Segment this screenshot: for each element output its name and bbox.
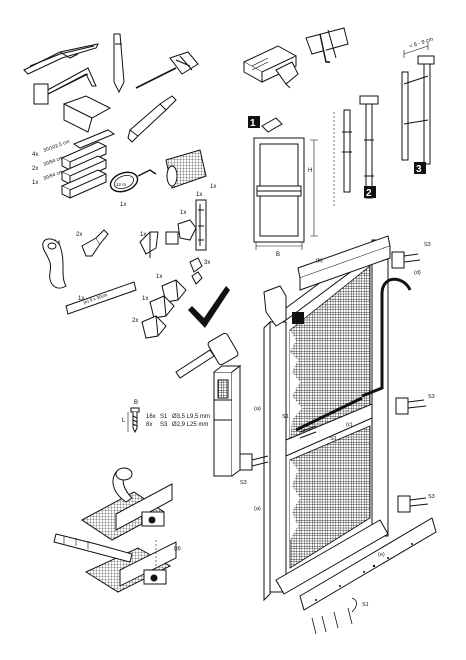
label-s3-left: S3 [240, 480, 247, 486]
step-1: 1 H B [248, 116, 318, 258]
bracket-qty-c: 2x [132, 318, 138, 324]
small-part-qty: 3x [204, 260, 210, 266]
spreader-handle: 1x [42, 238, 67, 289]
label-a-top: (a) [254, 406, 261, 412]
hinge-qty-c: 1x [196, 192, 202, 198]
hinge-qty-a: 1x [140, 232, 146, 238]
profile-size-2: 30/94 cm [43, 155, 64, 168]
pliers-icon [23, 43, 99, 75]
dimension-height: H [308, 168, 312, 174]
screw-row-2-qty: 8x [146, 422, 152, 428]
bracket-qty-a: 1x [156, 274, 162, 280]
mesh-insertion-inset [53, 467, 177, 593]
tools-group [23, 33, 199, 143]
label-s1-mid: S1 [330, 436, 337, 442]
label-e: (e) [378, 552, 385, 558]
label-c: (c) [346, 422, 353, 428]
step-1-number: 1 [250, 118, 256, 129]
frame-drawing-step-3 [401, 55, 435, 165]
label-s3-top: S3 [424, 242, 431, 248]
checkmark-icon [188, 286, 230, 328]
label-a-bottom: (a) [254, 506, 261, 512]
plate-qty: 1x [78, 296, 84, 302]
profile-size-1: 30/102,5 cm [43, 139, 71, 154]
hinge-qty-b: 1x [180, 210, 186, 216]
cord-qty: 1x [120, 202, 126, 208]
profile-qty-3: 1x [32, 180, 38, 186]
profile-size-3: 30/94 cm [43, 169, 64, 182]
dimension-width: B [276, 252, 280, 258]
screw-letter-top: B [134, 400, 138, 406]
label-s3-mid-right: S3 [428, 394, 435, 400]
cover-plate: 1x (e) 8 x 30cm [65, 281, 137, 315]
step-2-number: 2 [366, 188, 372, 199]
screw-spec: B L 16x S1 Ø3,5 L9,5 mm 8x S3 Ø2,9 L25 m… [122, 400, 210, 434]
profile-qty-2: 2x [32, 166, 38, 172]
screw-row-1-spec: Ø3,5 L9,5 mm [172, 414, 210, 420]
pencil-icon [113, 33, 125, 94]
label-s1-top: S1 [282, 414, 289, 420]
profile-insert-detail [213, 365, 242, 477]
screw-row-2-type: S3 [160, 422, 168, 428]
label-s1-bottom: S1 [362, 602, 369, 608]
label-b: (b) [316, 258, 323, 264]
cutting-detail [242, 45, 299, 89]
bottom-screws [311, 597, 357, 635]
profile-qty-1: 4x [32, 152, 38, 158]
screw-row-2-spec: Ø2,9 L25 mm [172, 422, 208, 428]
frame-drawing-step-1 [253, 117, 305, 243]
screwdriver-icon [135, 51, 199, 89]
mallet-icon [175, 332, 239, 379]
corner-brackets: 1x 1x 2x [132, 274, 187, 339]
main-assembly: (b) (d) (a) (a) (c) (e) S1 S1 S1 S3 S3 S… [239, 235, 437, 635]
label-d-inset: (d) [174, 546, 181, 552]
drill-detail [305, 27, 349, 63]
screw-row-1-qty: 16x [146, 414, 156, 420]
cord-length-label: 12 m [116, 182, 126, 187]
step-3: = 8 - 9 cm 3 [401, 36, 435, 175]
utility-knife-icon [127, 95, 177, 143]
label-d: (d) [414, 270, 421, 276]
screw-row-1-type: S1 [160, 414, 168, 420]
step-2: 2 [333, 95, 379, 208]
bracket-qty-b: 1x [142, 296, 148, 302]
try-square-icon [62, 95, 112, 133]
step-3-number: 3 [416, 164, 422, 175]
profile-drawing-step-2 [342, 95, 379, 199]
mesh-roll: 1x [165, 149, 216, 190]
screw-icon [127, 407, 140, 434]
rubber-cord-coil: 12 m 1x [109, 169, 157, 208]
clip-qty: 2x [76, 232, 82, 238]
label-s3-bottom-right: S3 [428, 494, 435, 500]
hinge-fittings: 1x 1x 1x 3x [139, 192, 210, 285]
mesh-qty: 1x [210, 184, 216, 190]
screw-letter-left: L [122, 418, 126, 424]
hacksaw-icon [33, 67, 97, 105]
profiles-stack: 4x 30/102,5 cm 2x 30/94 cm 1x 30/94 cm [32, 129, 116, 199]
clip-parts: 2x [76, 229, 109, 257]
